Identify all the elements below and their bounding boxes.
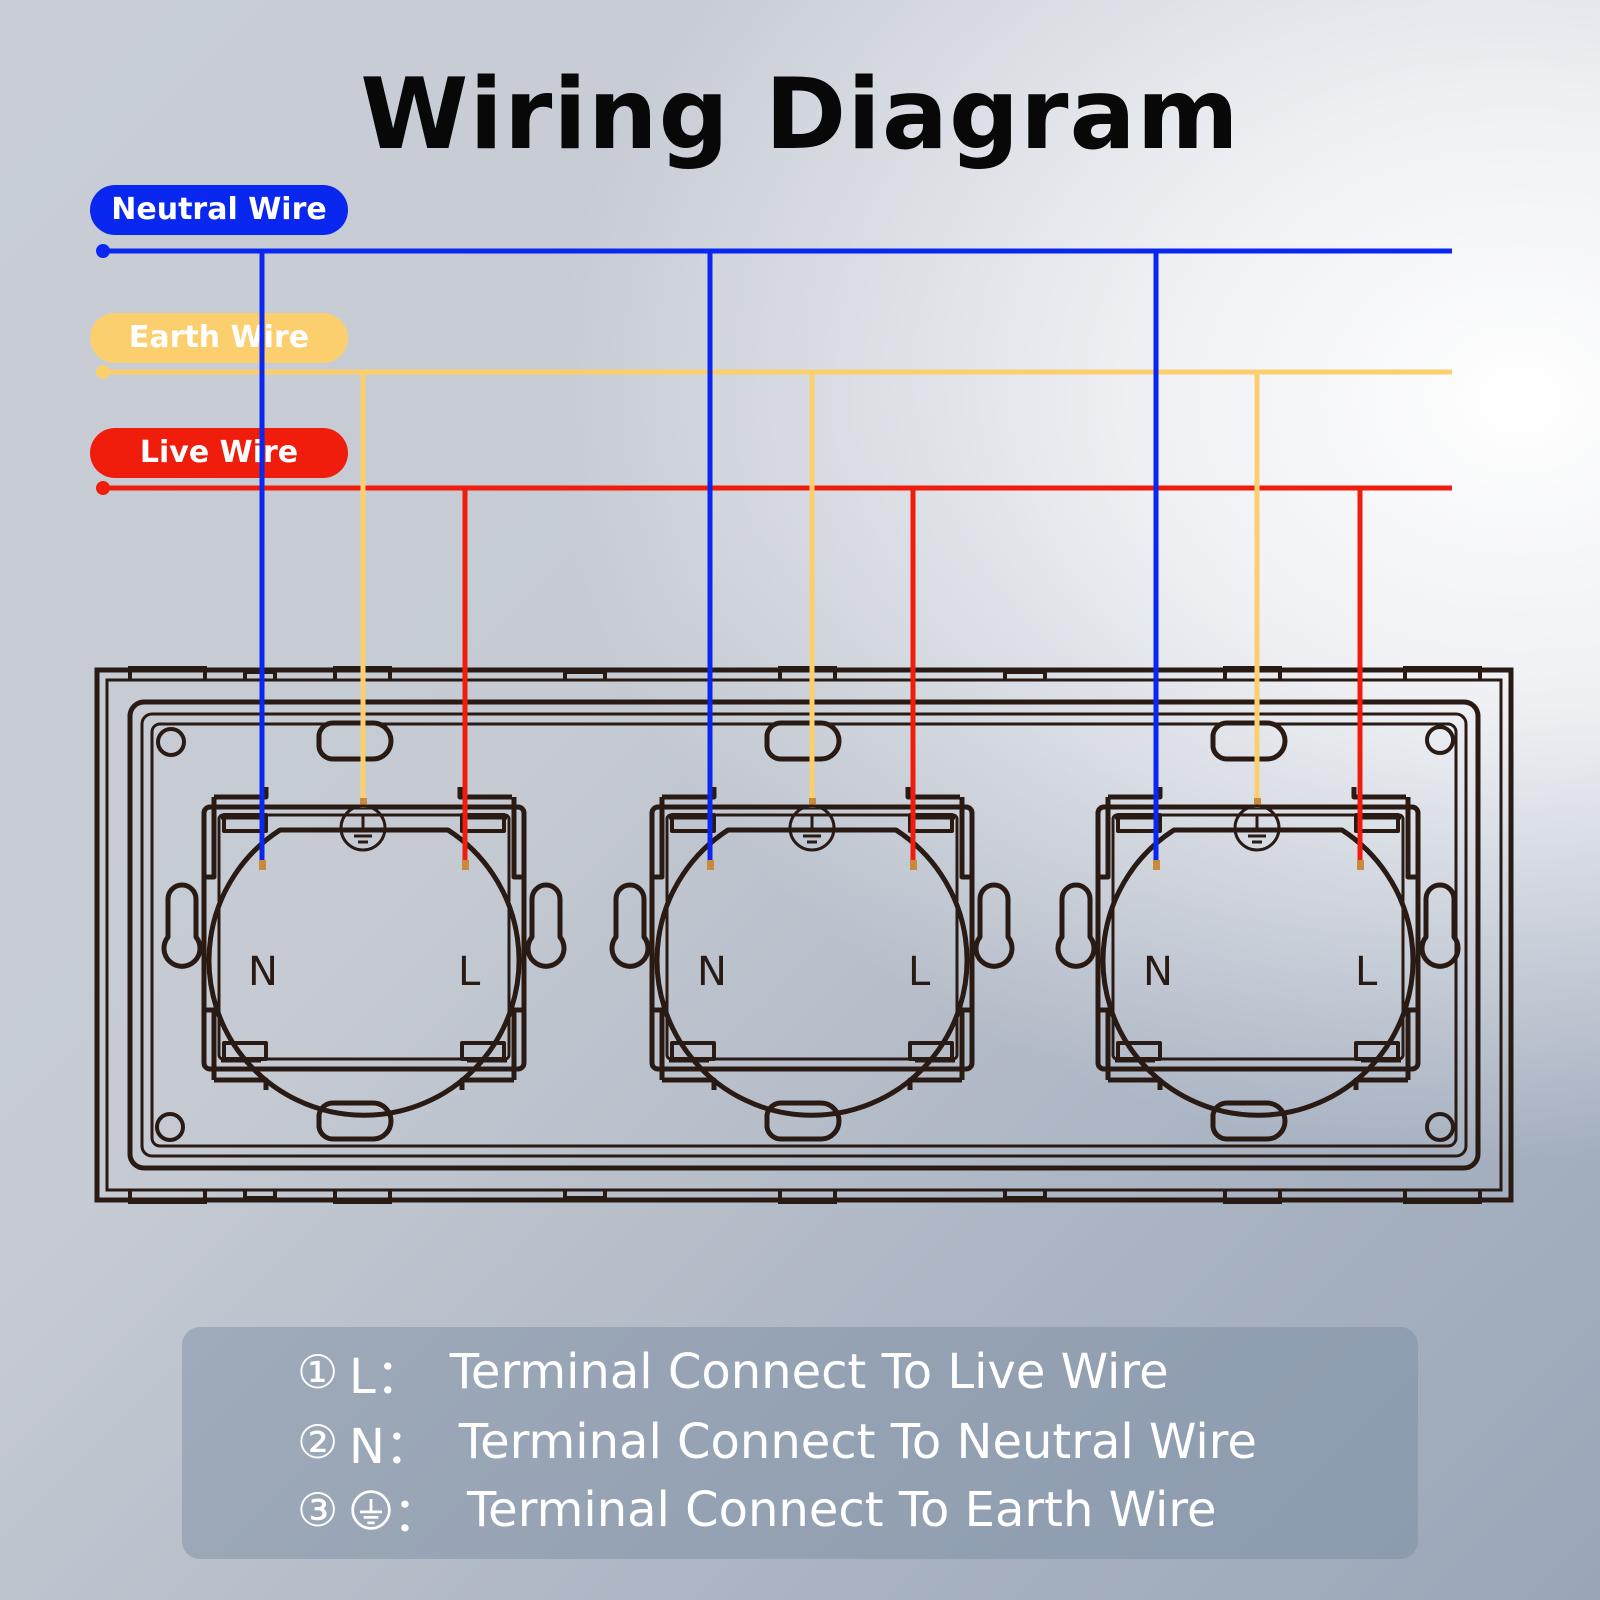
- neutral-terminal-label: N: [248, 949, 278, 995]
- live-terminal-label: L: [1355, 949, 1378, 995]
- live-terminal-label: L: [908, 949, 931, 995]
- earth-bus-dot: [96, 365, 110, 379]
- note-text: Terminal Connect To Live Wire: [449, 1344, 1169, 1400]
- neutral-bus-dot: [96, 244, 110, 258]
- terminal-tip: [1357, 860, 1364, 870]
- wiring-diagram: N L N L N L: [94, 244, 1514, 1204]
- earth-wire-legend: Earth Wire: [90, 313, 348, 363]
- note-key: L：: [349, 1349, 424, 1405]
- note-text: Terminal Connect To Neutral Wire: [458, 1414, 1257, 1470]
- note-earth-terminal: ③ ： Terminal Connect To Earth Wire: [297, 1477, 1217, 1543]
- live-wire-legend: Live Wire: [90, 428, 348, 478]
- terminal-tip: [809, 798, 816, 808]
- note-key: ：: [393, 1487, 442, 1543]
- note-key: N：: [349, 1419, 433, 1475]
- note-number: ③: [297, 1483, 339, 1537]
- terminal-tip: [1153, 860, 1160, 870]
- terminal-notes-panel: ① L： Terminal Connect To Live Wire ② N： …: [182, 1327, 1418, 1559]
- terminal-tip: [910, 860, 917, 870]
- terminal-tip: [360, 798, 367, 808]
- live-bus-dot: [96, 481, 110, 495]
- note-live-terminal: ① L： Terminal Connect To Live Wire: [297, 1339, 1169, 1405]
- earth-ground-icon: [351, 1490, 391, 1530]
- page-title: Wiring Diagram: [360, 58, 1240, 172]
- neutral-terminal-label: N: [697, 949, 727, 995]
- terminal-tip: [1254, 798, 1261, 808]
- terminal-tip: [707, 860, 714, 870]
- note-number: ②: [297, 1415, 339, 1469]
- note-neutral-terminal: ② N： Terminal Connect To Neutral Wire: [297, 1409, 1257, 1475]
- terminal-tip: [462, 860, 469, 870]
- neutral-wire-legend: Neutral Wire: [90, 185, 348, 235]
- note-number: ①: [297, 1345, 339, 1399]
- note-text: Terminal Connect To Earth Wire: [467, 1482, 1217, 1538]
- neutral-terminal-label: N: [1143, 949, 1173, 995]
- wall-plate: [94, 666, 1514, 1204]
- terminal-tip: [259, 860, 266, 870]
- live-terminal-label: L: [458, 949, 481, 995]
